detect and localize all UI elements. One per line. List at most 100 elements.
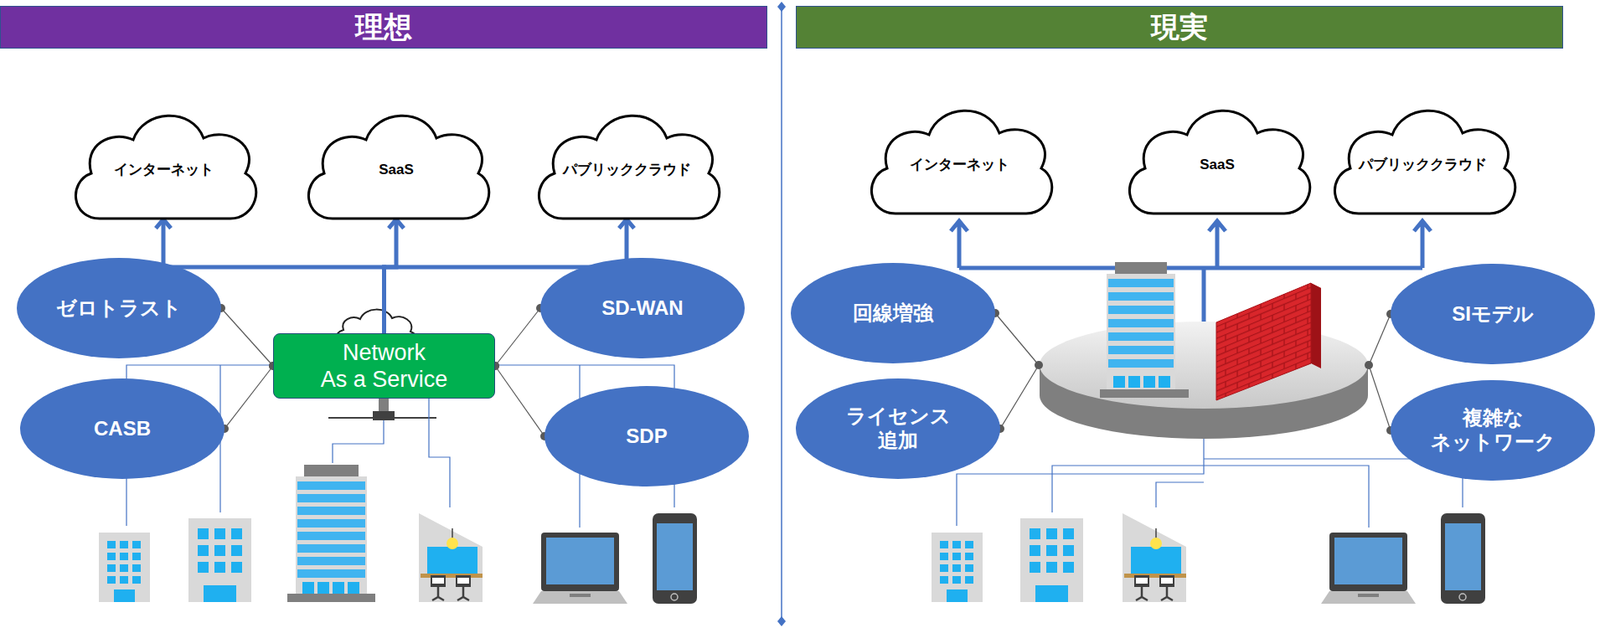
window: [952, 564, 961, 573]
window: [197, 528, 209, 540]
window: [197, 545, 209, 557]
door: [302, 582, 315, 594]
door: [113, 589, 135, 603]
node-label: 現実: [1150, 10, 1208, 45]
ellipse-path: [16, 258, 222, 359]
window-band: [1108, 292, 1174, 301]
meeting-room: [418, 513, 483, 603]
chair-leg: [1135, 587, 1148, 601]
connector-line: [221, 308, 274, 367]
router-box: [372, 411, 395, 421]
window: [231, 545, 243, 557]
window: [107, 576, 116, 584]
building-body: [931, 532, 983, 603]
room-wall: [418, 513, 483, 603]
window: [107, 541, 116, 549]
node-label: インターネット: [113, 161, 214, 179]
node-label: 理想: [355, 10, 413, 45]
ellipse-path: [544, 386, 749, 487]
firewall-front: [1216, 283, 1311, 401]
arrow-head: [619, 219, 635, 229]
arrow-head: [155, 219, 171, 229]
divider-end: [777, 1, 786, 12]
smartphone: [652, 513, 697, 604]
wire: [1156, 482, 1204, 508]
oval-label: ゼロトラスト: [16, 258, 222, 359]
building-body: [1020, 518, 1084, 603]
lamp: [1150, 537, 1162, 550]
door: [332, 582, 345, 594]
laptop-lid: [541, 532, 620, 592]
connector-line: [495, 308, 541, 367]
laptop-screen: [546, 537, 615, 585]
window-band: [297, 494, 366, 503]
building-body: [188, 518, 252, 603]
laptop: [1321, 532, 1416, 604]
window: [965, 564, 974, 573]
roof: [1114, 262, 1167, 274]
base: [287, 593, 376, 603]
wire: [1052, 465, 1204, 513]
cloud-shape: SaaS: [1120, 99, 1315, 217]
node-label: パブリッククラウド: [562, 161, 692, 179]
ellipse-path: [1390, 380, 1595, 481]
tall-building: [287, 464, 376, 603]
window-band: [1108, 319, 1174, 328]
window: [107, 552, 116, 561]
divider-end: [777, 616, 786, 627]
uplink-arrow: [1208, 221, 1226, 269]
wire: [428, 398, 450, 508]
window-band: [1108, 332, 1174, 341]
phone-body: [652, 513, 697, 604]
desk: [1124, 573, 1187, 579]
cloud-shape: インターネット: [66, 104, 261, 222]
node-label: CASB: [93, 417, 151, 442]
platform-building: [1099, 262, 1189, 398]
door: [946, 589, 968, 603]
cloud-shape: インターネット: [861, 99, 1057, 217]
ellipse-path: [20, 378, 225, 480]
window-band: [1108, 345, 1174, 355]
chair-leg: [432, 587, 444, 601]
window-band: [297, 557, 366, 566]
oval-label: SD-WAN: [540, 258, 745, 359]
platform-link: [1000, 365, 1039, 429]
door: [203, 585, 237, 603]
window: [1046, 528, 1058, 540]
chair-back: [430, 575, 446, 588]
window: [939, 541, 949, 549]
window: [214, 528, 226, 540]
connector: [490, 361, 549, 441]
office-building: [1020, 518, 1084, 603]
platform-link: [1368, 314, 1391, 366]
door: [347, 582, 360, 594]
window-band: [1108, 359, 1174, 368]
connector-line: [224, 366, 274, 429]
window: [231, 528, 243, 540]
wire: [332, 420, 384, 464]
window: [965, 552, 974, 561]
ellipse-path: [795, 378, 1001, 480]
door: [1158, 376, 1171, 388]
window: [952, 576, 961, 584]
window-band: [297, 481, 366, 491]
door: [317, 582, 330, 594]
cloud-path: [871, 110, 1052, 214]
chair-back: [455, 575, 471, 588]
oval-label: CASB: [20, 378, 225, 480]
window-band: [297, 519, 366, 528]
window: [1046, 562, 1058, 573]
node-label: ライセンス 追加: [846, 404, 951, 454]
touchpad: [569, 593, 591, 598]
cloud-shape: パブリッククラウド: [1325, 99, 1520, 217]
office-building: [188, 518, 252, 603]
node-label: SD-WAN: [601, 296, 683, 321]
building-body: [98, 532, 150, 603]
window: [119, 576, 129, 584]
laptop-base: [1321, 591, 1416, 604]
cloud-path: [1129, 110, 1310, 214]
desk: [420, 573, 483, 579]
cloud-path: [1334, 110, 1515, 214]
window: [1063, 528, 1074, 540]
